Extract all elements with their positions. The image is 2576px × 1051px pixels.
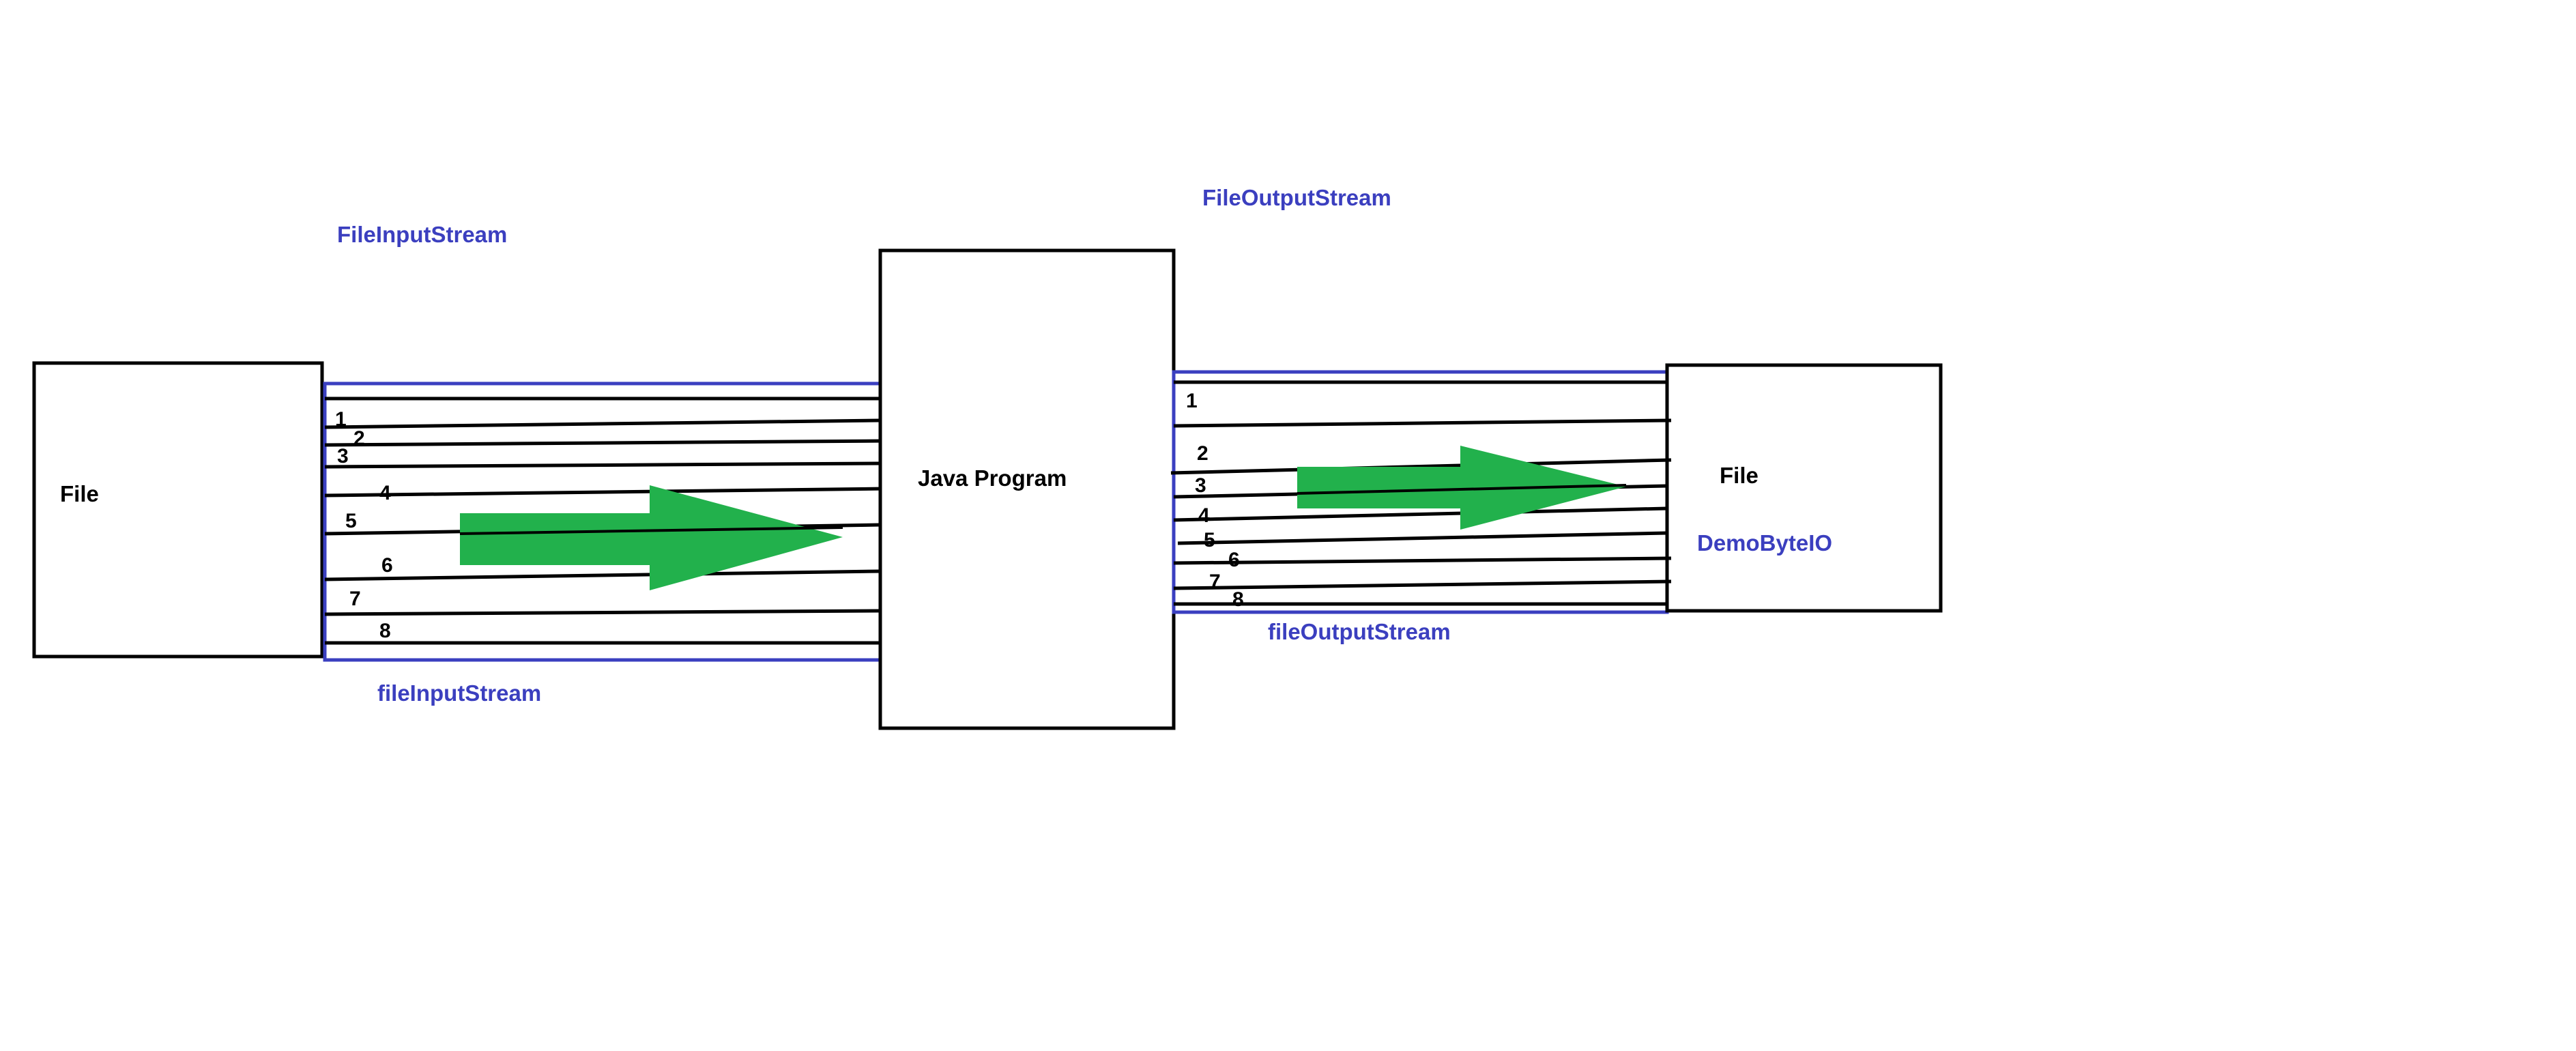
left-file-label: File [60,481,99,506]
input-line-number: 2 [353,427,365,450]
output-stream-line [1173,506,1668,522]
output-stream-pipe [1170,370,1672,614]
output-stream-line-overlay [1297,484,1627,495]
output-line-number: 5 [1204,529,1215,551]
input-line-number: 5 [345,510,357,532]
output-line-number: 8 [1232,588,1244,611]
input-stream-pipe [323,381,886,662]
input-stream-class-label: FileInputStream [337,222,507,247]
input-line-number: 8 [379,620,391,642]
java-program-label: Java Program [918,465,1067,491]
input-stream-line [324,461,882,469]
input-line-number: 4 [379,482,391,504]
output-stream-variable-label: fileOutputStream [1268,619,1451,644]
output-line-number: 7 [1209,571,1221,593]
input-stream-line-overlay [459,526,843,535]
input-line-number: 6 [381,554,393,577]
right-file-box [1665,363,1943,613]
input-stream-line [324,569,882,581]
output-stream-class-label: FileOutputStream [1202,185,1391,210]
right-file-label: File [1720,463,1759,488]
right-file-name-label: DemoByteIO [1697,530,1832,556]
output-line-number: 3 [1195,474,1206,497]
java-program-box [878,248,1176,730]
input-line-number: 3 [337,445,349,467]
input-stream-variable-label: fileInputStream [377,680,541,706]
output-stream-line [1173,418,1672,428]
left-file-box [32,361,324,659]
input-flow-arrow [460,485,843,590]
output-line-number: 6 [1228,549,1240,571]
input-line-number: 7 [349,588,361,610]
input-stream-line [324,487,886,498]
output-stream-line [1170,458,1672,475]
input-stream-line [324,609,882,616]
output-line-number: 4 [1198,504,1210,527]
output-stream-line [1173,556,1672,565]
output-line-number: 2 [1197,442,1209,465]
input-line-number: 1 [335,408,347,431]
output-line-number: 1 [1186,390,1198,412]
output-flow-arrow [1297,446,1626,530]
input-stream-line [324,439,886,447]
output-stream-line [1177,531,1668,545]
output-stream-line [1173,579,1672,590]
input-stream-line [324,418,882,429]
